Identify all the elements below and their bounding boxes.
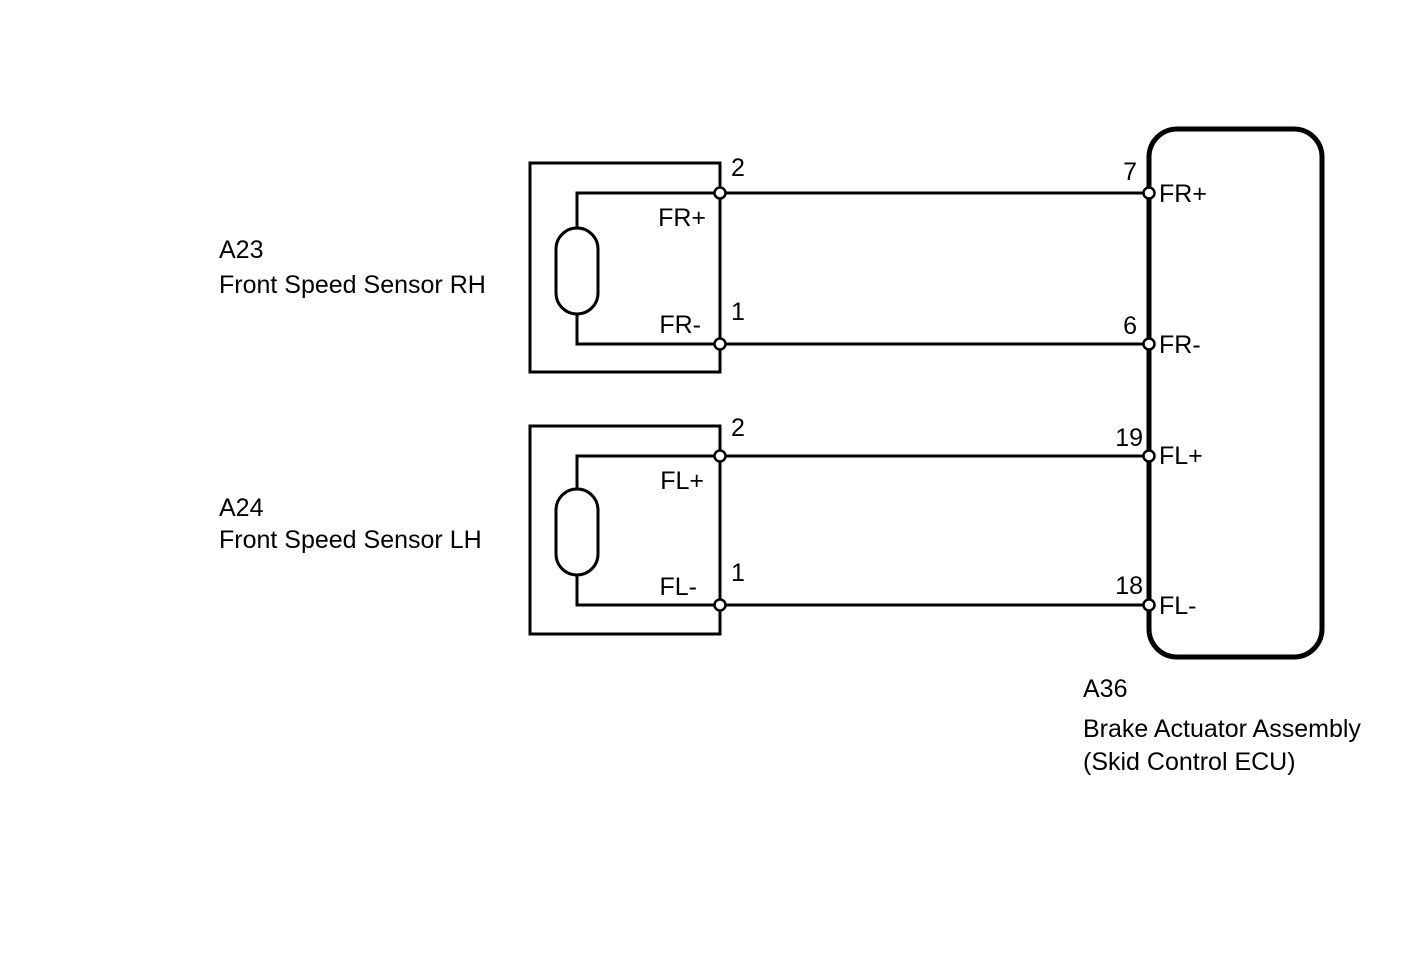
ecu-pin-number: 18 — [1115, 572, 1143, 600]
ecu-pin-signal: FR+ — [1159, 180, 1207, 208]
ecu-name-line2: (Skid Control ECU) — [1083, 748, 1296, 776]
sensor-lh: A24 Front Speed Sensor LH FL+ FL- 2 1 — [219, 414, 745, 636]
terminal-point — [1142, 449, 1156, 463]
sensor-lh-pin-top: 2 — [731, 414, 745, 442]
ecu-pin-number: 7 — [1123, 158, 1137, 186]
sensor-rh-pin-top: 2 — [731, 154, 745, 182]
terminal-point — [1142, 598, 1156, 612]
ecu-pin-number: 6 — [1123, 312, 1137, 340]
ecu-body — [1146, 126, 1325, 660]
sensor-lh-pin-bottom: 1 — [731, 559, 745, 587]
sensor-rh-signal-top: FR+ — [658, 204, 706, 232]
ecu-code: A36 — [1083, 675, 1127, 703]
sensor-rh-code: A23 — [219, 236, 263, 264]
sensor-rh-internal-wire — [575, 191, 720, 346]
sensor-lh-coil-icon — [554, 487, 600, 577]
sensor-rh-signal-bottom: FR- — [659, 311, 701, 339]
sensor-lh-code: A24 — [219, 494, 264, 522]
terminal-point — [1142, 337, 1156, 351]
ecu-pin-signal: FL+ — [1159, 442, 1203, 470]
ecu-name-line1: Brake Actuator Assembly — [1083, 715, 1361, 743]
ecu-pin-signal: FR- — [1159, 331, 1201, 359]
ecu-pin-signal: FL- — [1159, 592, 1197, 620]
ecu-pin-number: 19 — [1115, 424, 1143, 452]
terminals — [713, 186, 1156, 612]
sensor-lh-internal-wire — [575, 454, 720, 607]
harness-wires — [720, 191, 1149, 607]
sensor-lh-signal-top: FL+ — [660, 467, 704, 495]
sensor-rh-name: Front Speed Sensor RH — [219, 271, 486, 299]
terminal-point — [1142, 186, 1156, 200]
sensor-lh-connector-box — [528, 424, 722, 636]
sensor-rh-pin-bottom: 1 — [731, 298, 745, 326]
sensor-lh-name: Front Speed Sensor LH — [219, 526, 482, 554]
terminal-point — [713, 449, 727, 463]
sensor-lh-signal-bottom: FL- — [660, 573, 698, 601]
sensor-rh-connector-box — [528, 161, 722, 374]
terminal-point — [713, 598, 727, 612]
sensor-rh-coil-icon — [554, 226, 600, 316]
terminal-point — [713, 186, 727, 200]
terminal-point — [713, 337, 727, 351]
ecu: A36 Brake Actuator Assembly (Skid Contro… — [1083, 126, 1361, 776]
sensor-rh: A23 Front Speed Sensor RH FR+ FR- 2 1 — [219, 154, 745, 374]
